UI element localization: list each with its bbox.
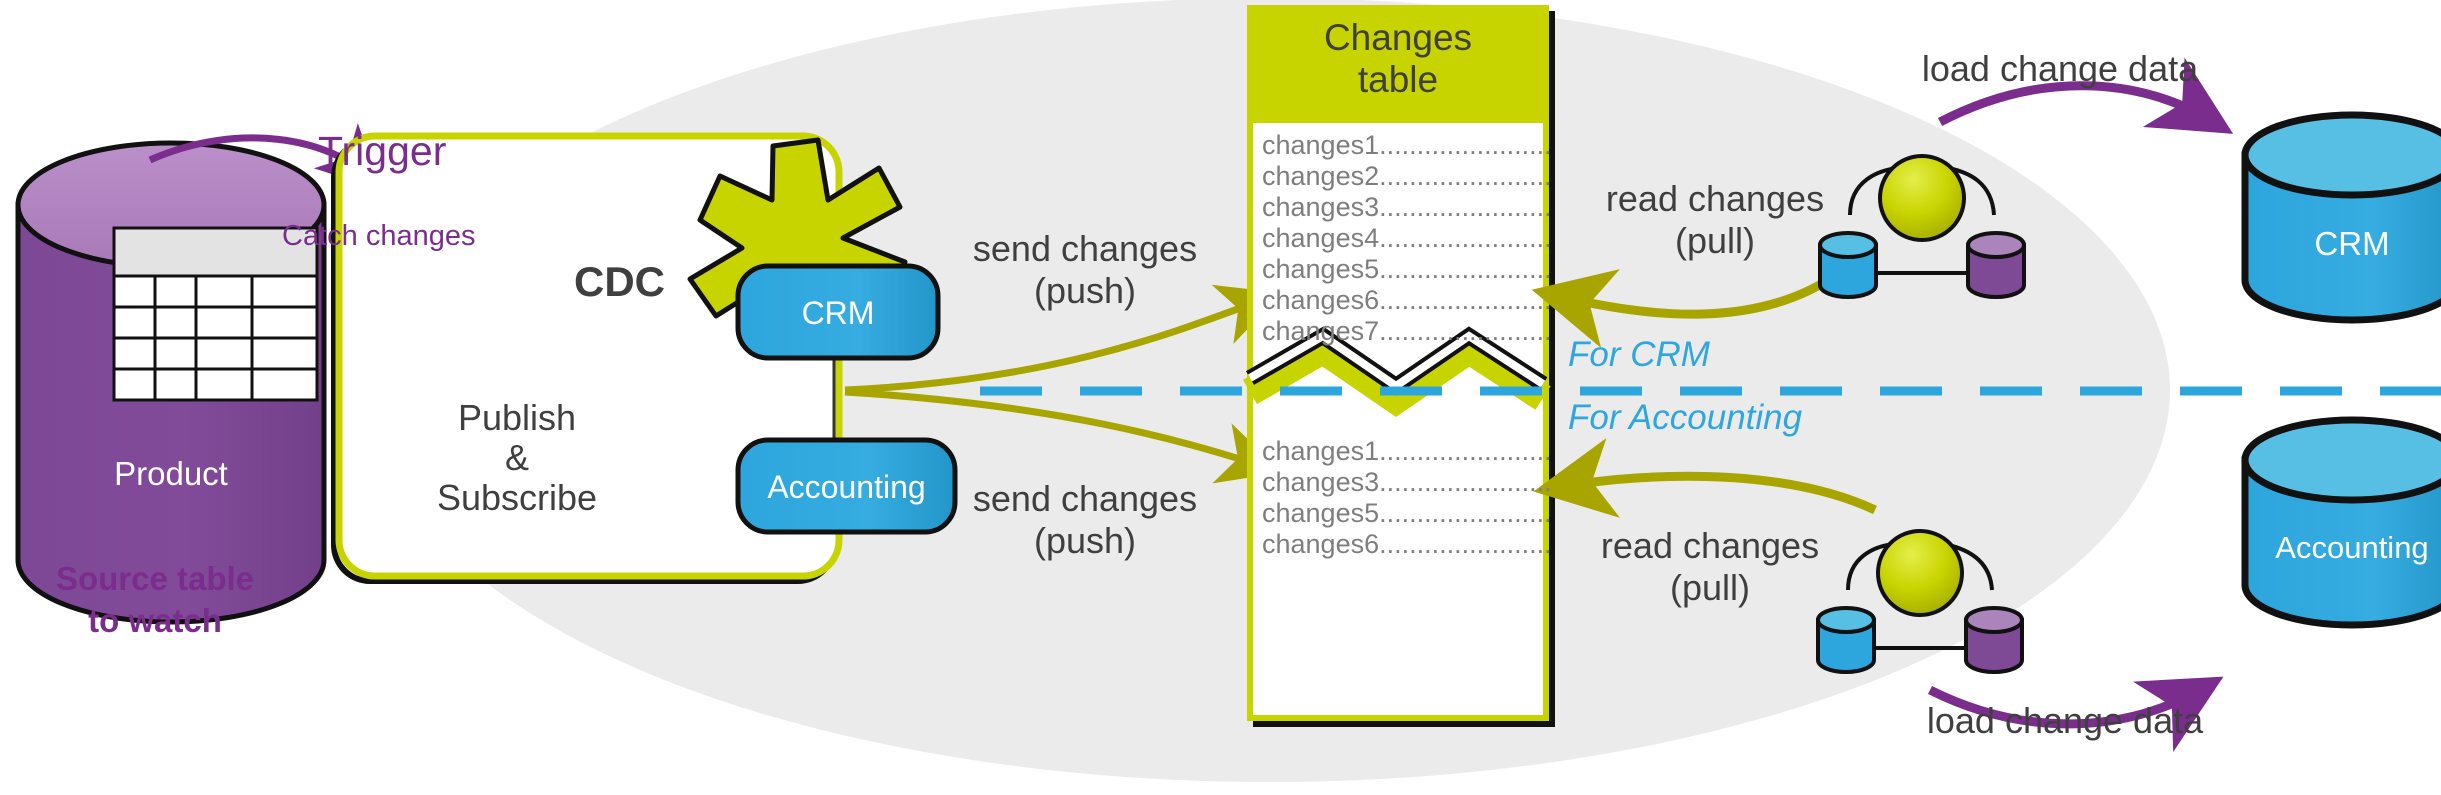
load-crm-label: load change data bbox=[1921, 48, 2199, 89]
changes-row: changes2....................... bbox=[1262, 161, 1552, 191]
target-database-accounting bbox=[2241, 416, 2441, 629]
cdc-pubsub-line3: Subscribe bbox=[436, 477, 598, 518]
changes-table-accounting-rows: changes1....................... changes3… bbox=[1262, 436, 1552, 560]
cdc-topic-accounting-label[interactable]: Accounting bbox=[767, 469, 926, 505]
changes-row: changes5....................... bbox=[1262, 254, 1552, 284]
target-database-crm-label: CRM bbox=[2314, 225, 2390, 262]
source-database-label: Product bbox=[114, 455, 228, 492]
changes-row: changes1....................... bbox=[1262, 130, 1552, 160]
source-table-glyph bbox=[112, 226, 319, 402]
integration-icon-crm bbox=[1818, 154, 2026, 299]
push-arrow-crm bbox=[844, 284, 1282, 394]
pull-arrow-accounting bbox=[1533, 438, 1877, 518]
changes-row: changes3....................... bbox=[1262, 467, 1552, 497]
push-accounting-line2: (push) bbox=[1033, 520, 1137, 561]
push-crm-line1: send changes bbox=[972, 228, 1198, 269]
partition-label-for-crm: For CRM bbox=[1568, 335, 1710, 374]
load-arrow-crm bbox=[1937, 57, 2234, 134]
changes-row: changes3....................... bbox=[1262, 192, 1552, 222]
pull-accounting-line2: (pull) bbox=[1669, 567, 1750, 608]
changes-table-title-line2: table bbox=[1357, 59, 1439, 100]
target-database-crm bbox=[2241, 111, 2441, 324]
load-arrow-accounting bbox=[1927, 676, 2224, 752]
catch-changes-label: Catch changes bbox=[282, 220, 476, 252]
source-caption-line2: to watch bbox=[88, 602, 222, 639]
cdc-topic-accounting-box bbox=[735, 437, 958, 535]
changes-row: changes1....................... bbox=[1262, 436, 1552, 466]
push-accounting-line1: send changes bbox=[972, 478, 1198, 519]
cdc-pubsub-line1: Publish bbox=[457, 397, 577, 438]
integration-icon-accounting bbox=[1816, 529, 2024, 674]
cdc-title: CDC bbox=[574, 258, 665, 305]
trigger-label: Trigger bbox=[318, 128, 447, 174]
cdc-pubsub-line2: & bbox=[504, 437, 529, 478]
changes-row: changes6....................... bbox=[1262, 285, 1552, 315]
load-accounting-label: load change data bbox=[1926, 700, 2204, 741]
changes-table-title-line1: Changes bbox=[1323, 17, 1473, 58]
pull-arrow-crm bbox=[1531, 268, 1843, 348]
pull-crm-line1: read changes bbox=[1605, 178, 1825, 219]
changes-row: changes5....................... bbox=[1262, 498, 1552, 528]
cdc-topic-crm-label[interactable]: CRM bbox=[801, 295, 875, 331]
push-crm-line2: (push) bbox=[1033, 270, 1137, 311]
source-caption-line1: Source table bbox=[55, 560, 255, 597]
changes-row: changes7....................... bbox=[1262, 316, 1552, 346]
pull-accounting-line1: read changes bbox=[1600, 525, 1820, 566]
pull-crm-line2: (pull) bbox=[1674, 220, 1755, 261]
changes-row: changes6....................... bbox=[1262, 529, 1552, 559]
changes-table-crm-rows: changes1....................... changes2… bbox=[1262, 130, 1552, 347]
push-arrow-accounting bbox=[844, 388, 1283, 484]
changes-table-zigzag-separator bbox=[1243, 326, 1551, 417]
partition-label-for-accounting: For Accounting bbox=[1568, 398, 1803, 437]
cdc-topic-crm-box bbox=[735, 263, 941, 361]
target-database-accounting-label: Accounting bbox=[2275, 530, 2429, 565]
changes-row: changes4....................... bbox=[1262, 223, 1552, 253]
